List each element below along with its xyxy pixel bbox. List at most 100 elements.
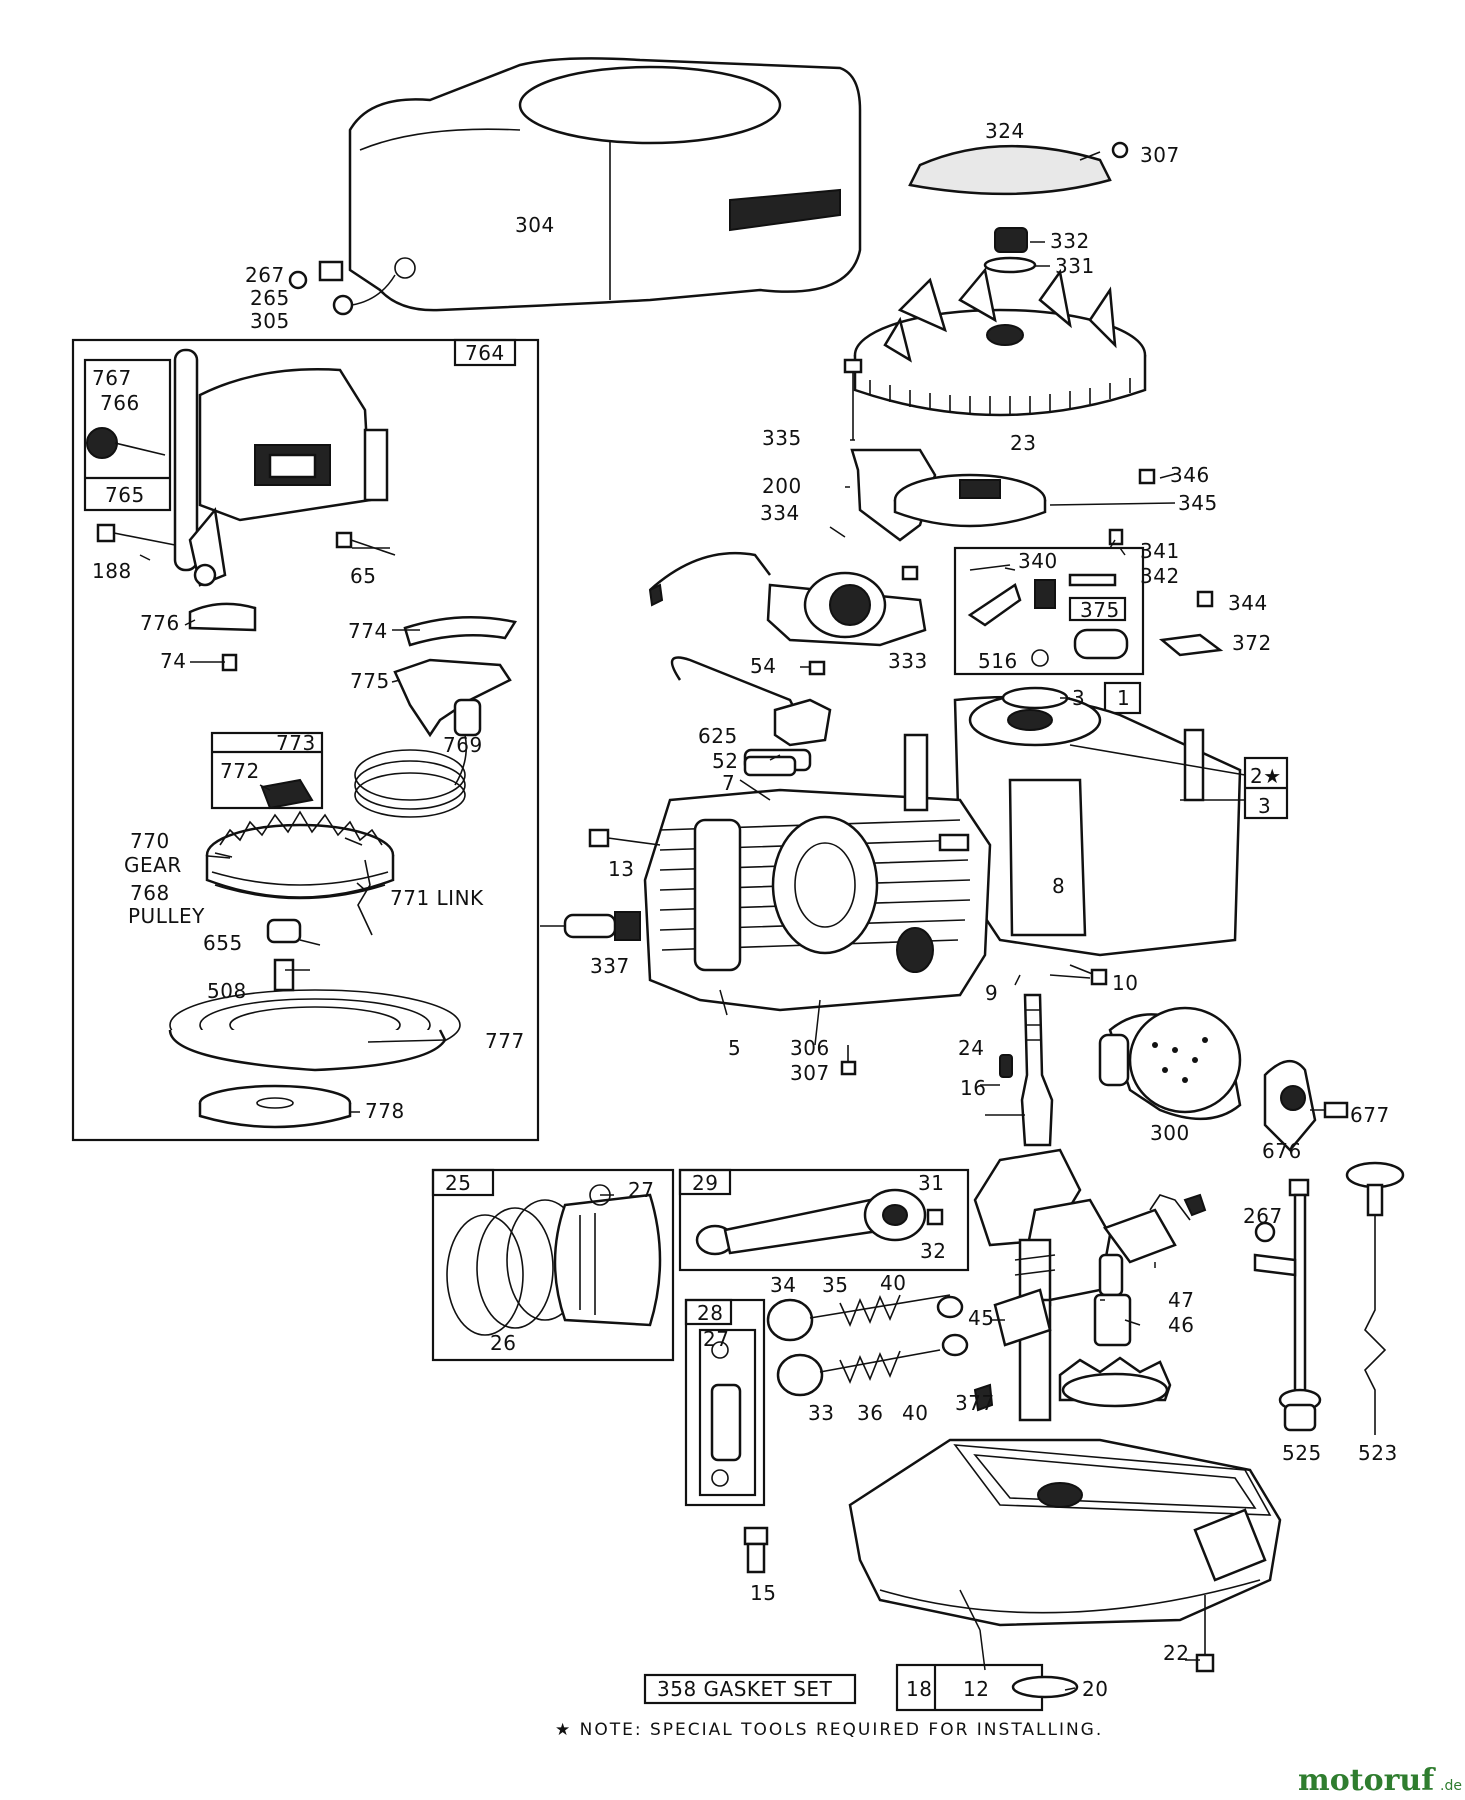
label-29: 29 — [692, 1171, 718, 1195]
watermark-logo: motoruf .de — [1298, 1763, 1462, 1798]
label-333: 333 — [888, 649, 928, 673]
label-772: 772 — [220, 759, 260, 783]
bolt-188-part — [96, 523, 176, 546]
carburetor-625-part — [670, 656, 832, 772]
label-28: 28 — [697, 1301, 723, 1325]
label-74: 74 — [160, 649, 186, 673]
label-305: 305 — [250, 309, 290, 333]
label-20: 20 — [1082, 1677, 1108, 1701]
label-27-b: 27 — [703, 1327, 729, 1351]
label-766: 766 — [100, 391, 140, 415]
blower-housing-part — [348, 57, 862, 312]
governor-47-part — [1103, 1193, 1207, 1264]
label-7: 7 — [722, 771, 735, 795]
dipstick-525-part — [1253, 1178, 1322, 1432]
bolt-13-part — [588, 828, 661, 848]
label-625: 625 — [698, 724, 738, 748]
label-pulley: PULLEY — [128, 904, 205, 928]
label-54: 54 — [750, 654, 776, 678]
label-773: 773 — [276, 731, 316, 755]
label-345: 345 — [1178, 491, 1218, 515]
armature-333-part — [648, 551, 927, 647]
label-335: 335 — [762, 426, 802, 450]
label-box-765 — [83, 358, 172, 512]
label-765: 765 — [105, 483, 145, 507]
rope-769-part — [354, 734, 468, 818]
label-32: 32 — [920, 1239, 946, 1263]
label-3-b: 3 — [1258, 794, 1271, 818]
clip-372-part — [1108, 528, 1224, 657]
footnote-special-tools: ★ NOTE: SPECIAL TOOLS REQUIRED FOR INSTA… — [555, 1720, 1103, 1740]
label-340: 340 — [1018, 549, 1058, 573]
label-775: 775 — [350, 669, 390, 693]
cup-778-part — [198, 1084, 352, 1129]
label-45: 45 — [968, 1306, 994, 1330]
label-40-a: 40 — [880, 1271, 906, 1295]
label-40-b: 40 — [902, 1401, 928, 1425]
label-676: 676 — [1262, 1139, 1302, 1163]
camshaft-46-part — [993, 1253, 1172, 1408]
leader-lines — [139, 151, 1325, 1691]
spring-777-part — [168, 918, 461, 1072]
label-33: 33 — [808, 1401, 834, 1425]
label-box-28 — [684, 1298, 733, 1326]
label-36: 36 — [857, 1401, 883, 1425]
label-372: 372 — [1232, 631, 1272, 655]
label-344: 344 — [1228, 591, 1268, 615]
gasket-52-part — [743, 755, 797, 777]
connecting-rod-box — [678, 1168, 970, 1272]
deflector-676-part — [1263, 1060, 1349, 1152]
label-24: 24 — [958, 1036, 984, 1060]
label-box-773 — [210, 731, 324, 810]
label-267: 267 — [245, 263, 285, 287]
label-342: 342 — [1140, 564, 1180, 588]
breaker-points-box — [953, 546, 1145, 676]
label-771-link: 771 LINK — [390, 886, 484, 910]
label-box-764 — [453, 338, 517, 367]
label-5: 5 — [728, 1036, 741, 1060]
label-1: 1 — [1117, 686, 1130, 710]
label-8: 8 — [1052, 874, 1065, 898]
bolt-10-part — [1069, 964, 1108, 986]
label-306: 306 — [790, 1036, 830, 1060]
label-46: 46 — [1168, 1313, 1194, 1337]
plug-15-part — [743, 1526, 769, 1574]
starter-assembly-box — [71, 338, 540, 1142]
label-337: 337 — [590, 954, 630, 978]
bolt-307-part — [840, 1045, 857, 1076]
link-771-part — [357, 859, 373, 936]
label-3-a: 3 — [1072, 686, 1085, 710]
piston-rings-part — [446, 1184, 662, 1336]
label-box-25 — [431, 1168, 495, 1197]
crankshaft-part — [973, 993, 1112, 1422]
label-764: 764 — [465, 341, 505, 365]
screw-267-part — [288, 257, 416, 316]
label-27-a: 27 — [628, 1178, 654, 1202]
watermark-suffix: .de — [1440, 1778, 1462, 1794]
label-16: 16 — [960, 1076, 986, 1100]
label-26: 26 — [490, 1331, 516, 1355]
label-52: 52 — [712, 749, 738, 773]
point-cover-345-part — [893, 468, 1156, 528]
label-gear: GEAR — [124, 853, 182, 877]
label-22: 22 — [1163, 1641, 1189, 1665]
label-767: 767 — [92, 366, 132, 390]
label-777: 777 — [485, 1029, 525, 1053]
bracket-776-part — [188, 602, 257, 672]
label-12: 12 — [963, 1677, 989, 1701]
label-box-1 — [1103, 681, 1142, 715]
label-346: 346 — [1170, 463, 1210, 487]
seal-20-part — [1011, 1675, 1079, 1699]
label-300: 300 — [1150, 1121, 1190, 1145]
label-523: 523 — [1358, 1441, 1398, 1465]
label-box-29 — [678, 1168, 732, 1196]
label-25: 25 — [445, 1171, 471, 1195]
label-768: 768 — [130, 881, 170, 905]
handle-774-part — [393, 615, 518, 738]
label-307: 307 — [1140, 143, 1180, 167]
label-10: 10 — [1112, 971, 1138, 995]
label-35: 35 — [822, 1273, 848, 1297]
label-15: 15 — [750, 1581, 776, 1605]
piston-rings-box — [431, 1168, 675, 1362]
